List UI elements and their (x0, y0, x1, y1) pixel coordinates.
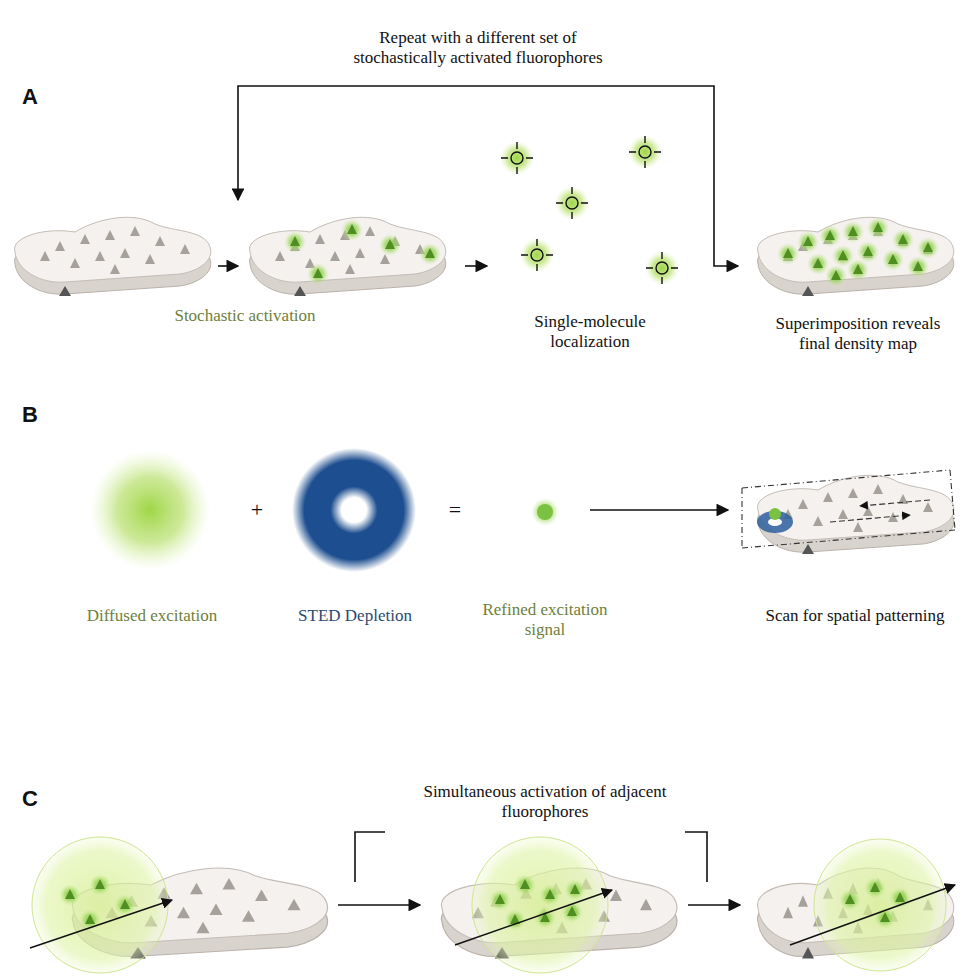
step-label: STED Depletion (270, 606, 440, 626)
repeat-loop-left (238, 86, 478, 200)
panel-c-art (30, 832, 955, 973)
step-label: Scan for spatial patterning (745, 606, 965, 626)
loop-label: Repeat with a different set of stochasti… (343, 28, 613, 69)
step-label: Superimposition reveals final density ma… (758, 314, 958, 355)
operator: = (440, 497, 470, 523)
scanned-cell (742, 470, 955, 554)
cell-activated (250, 217, 446, 296)
panel-letter: A (15, 84, 45, 110)
panel-b-art (90, 448, 955, 572)
sted-donut (292, 448, 416, 572)
step-label: Single-molecule localization (510, 312, 670, 353)
step-label: Stochastic activation (135, 306, 355, 326)
cell (15, 217, 211, 296)
panel-letter: C (15, 786, 45, 812)
localized-molecules (500, 135, 679, 285)
diffused-excitation-spot (90, 450, 210, 570)
refined-spot (531, 498, 559, 526)
panel-a-art (15, 86, 954, 296)
cell-density-map (758, 217, 954, 296)
panel-letter: B (15, 402, 45, 428)
step-label: Diffused excitation (52, 606, 252, 626)
bracket-left (355, 832, 385, 882)
bracket-right (685, 832, 707, 882)
repeat-loop-right (478, 86, 738, 266)
loop-label: Simultaneous activation of adjacent fluo… (420, 782, 670, 823)
operator: + (242, 497, 272, 523)
step-label: Refined excitation signal (475, 600, 615, 641)
